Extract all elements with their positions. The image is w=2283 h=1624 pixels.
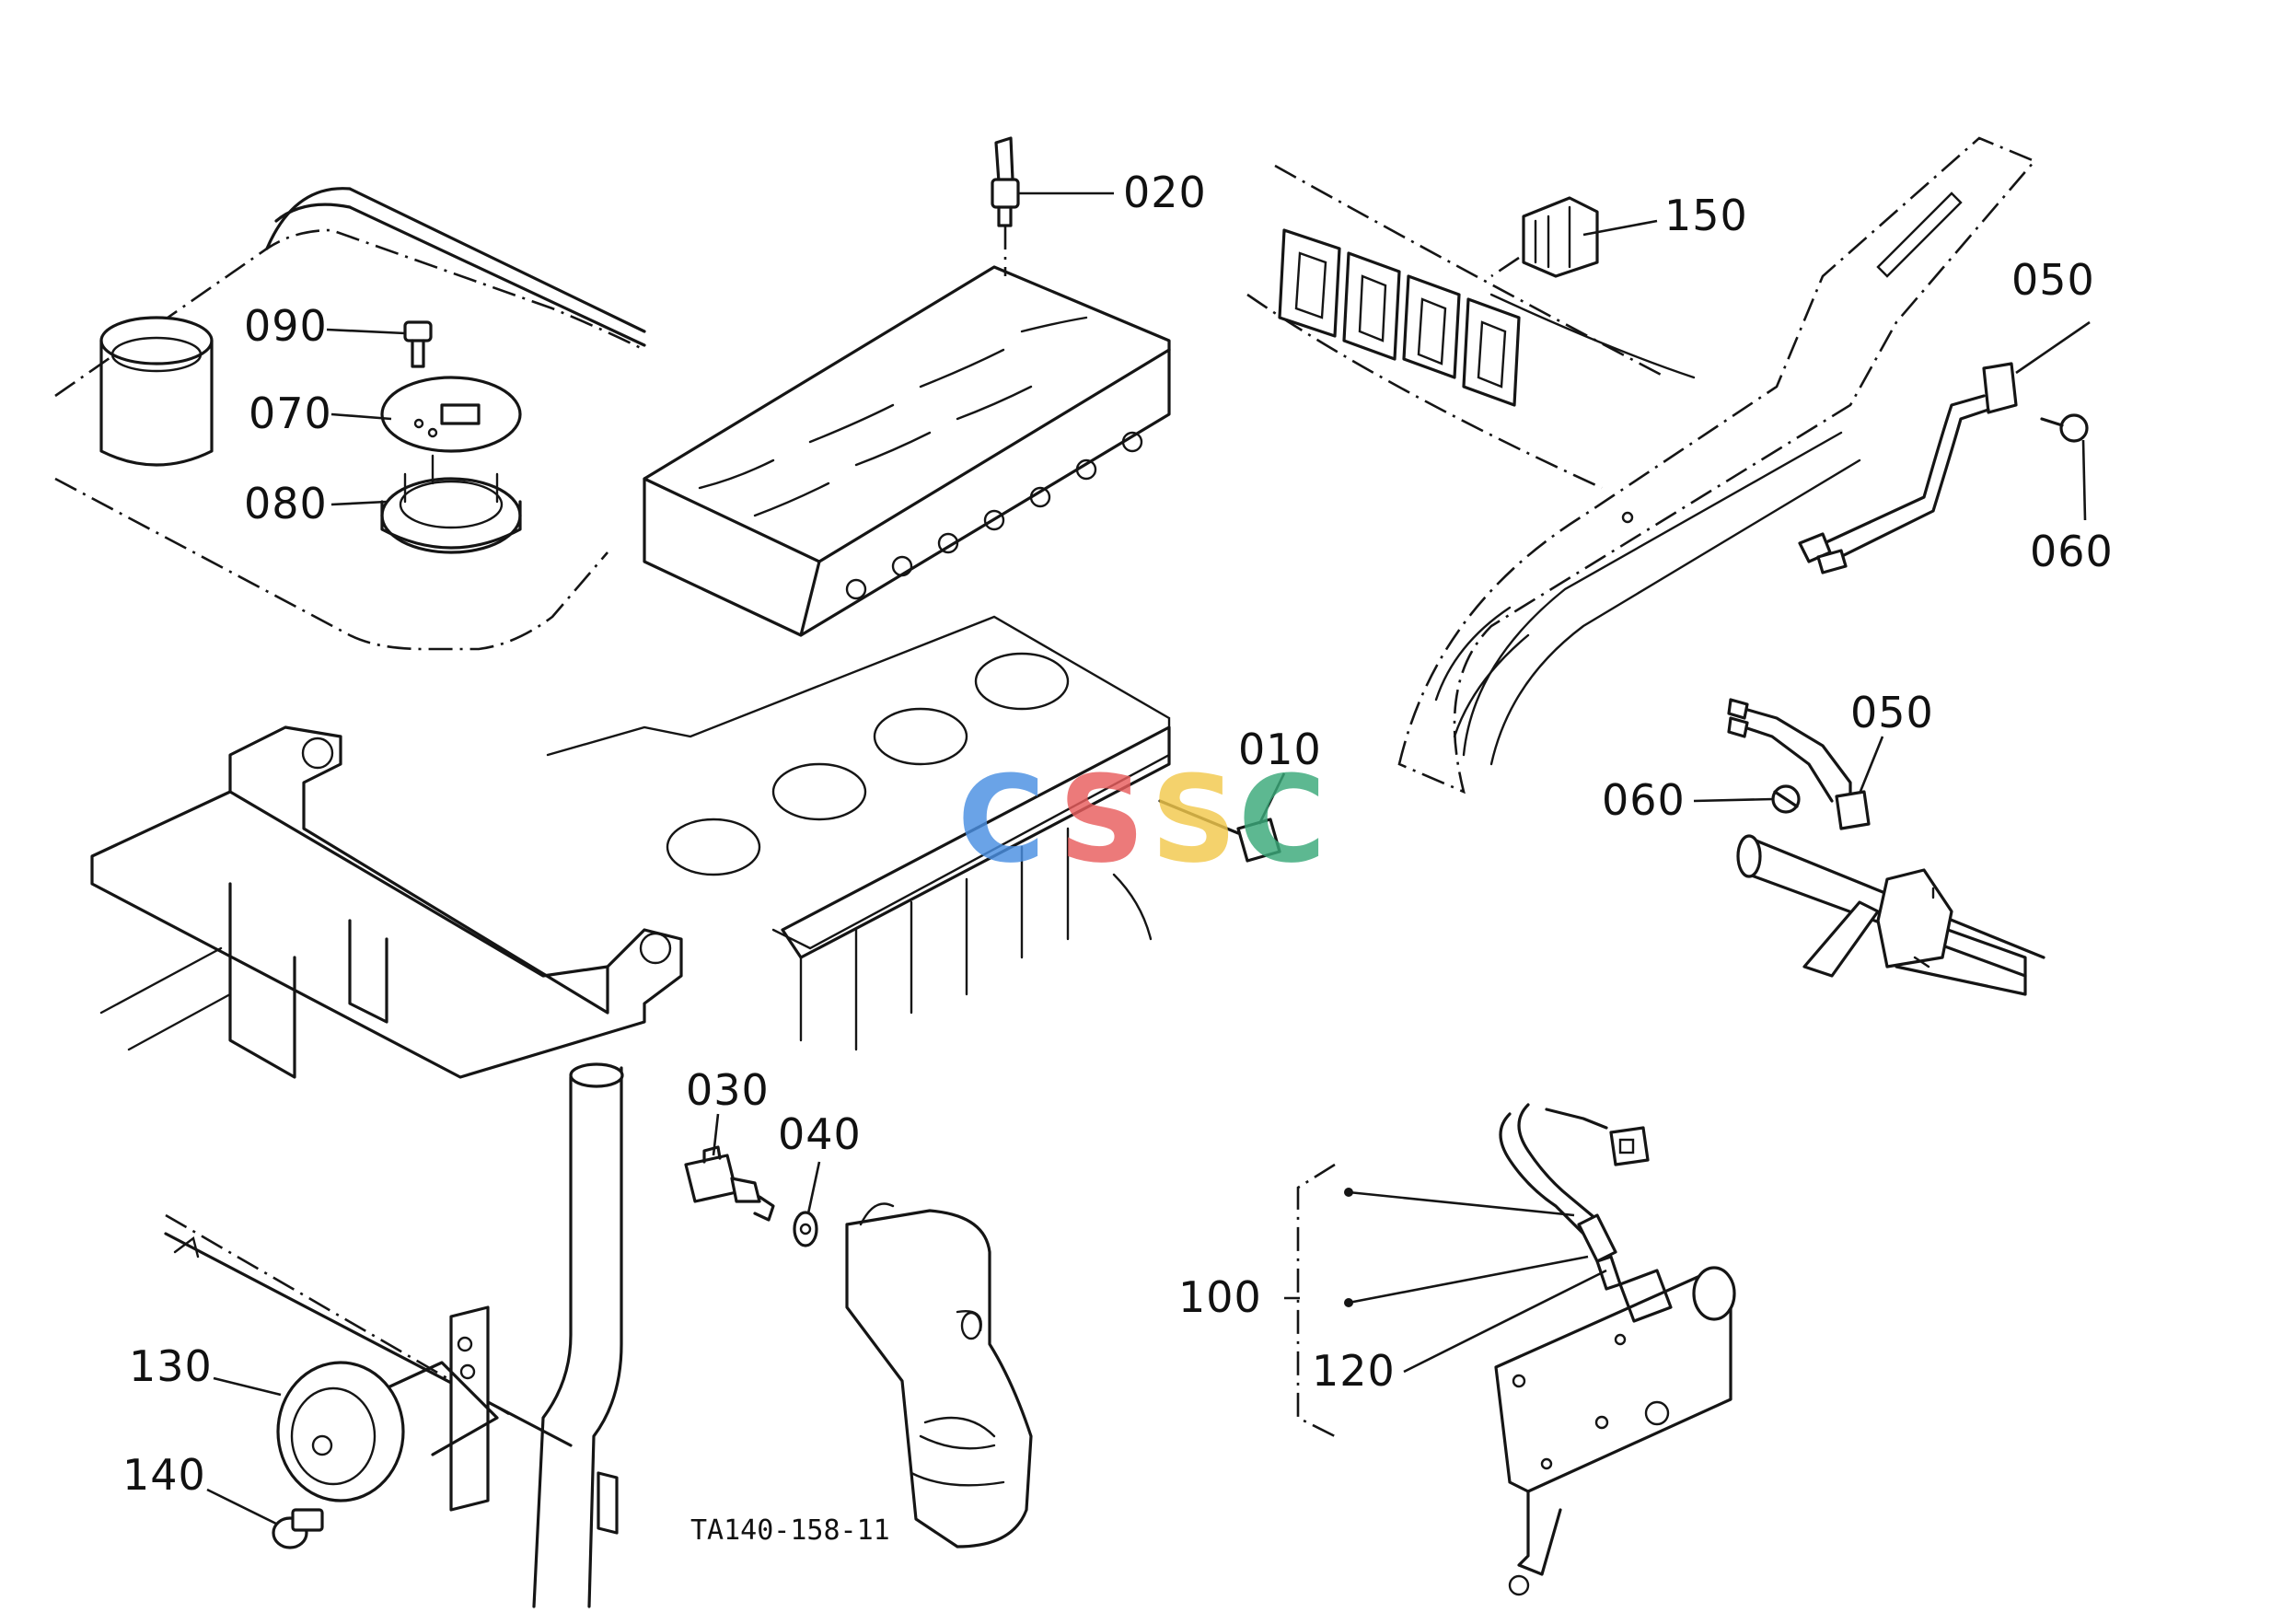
leader-030 [712,1113,720,1156]
callout-070: 070 [249,389,332,438]
leader-050-upper [2015,320,2091,375]
cable-bracket-illustration [1296,1103,1736,1596]
switch-assembly-illustration [684,1145,1033,1549]
callout-090: 090 [244,301,328,351]
figure-code: TA140-158-11 [690,1514,890,1547]
leader-150 [1582,219,1658,237]
callout-050-lower: 050 [1850,688,1934,737]
callout-labels: 020 150 050 060 090 070 080 010 050 060 … [122,168,2114,1547]
leader-130 [213,1376,282,1397]
cylinder-head-illustration [643,136,1171,637]
frame-bracket-illustration [90,725,683,1608]
callout-060-lower: 060 [1602,775,1686,825]
callout-140: 140 [122,1450,206,1500]
callout-020: 020 [1123,168,1207,217]
leader-040 [806,1161,821,1214]
callout-120: 120 [1312,1346,1396,1396]
dashboard-panel-illustration [1246,164,1696,490]
leader-lines [206,191,2091,1525]
leader-090 [326,328,406,335]
callout-080: 080 [244,479,328,528]
watermark-letter-2: S [1059,749,1145,889]
leader-050-lower [1858,736,1884,795]
callout-130: 130 [129,1341,213,1391]
leader-060-lower [1693,797,1774,803]
leader-010 [1257,772,1286,825]
callout-150: 150 [1664,191,1748,240]
leader-100b [1348,1255,1589,1305]
lever-arm-illustration [1397,136,2089,795]
callout-060-upper: 060 [2030,527,2114,576]
leader-140 [206,1488,277,1525]
leader-100a [1348,1190,1575,1217]
callout-040: 040 [778,1109,862,1159]
callout-010: 010 [1238,725,1322,774]
watermark-letter-1: C [957,749,1045,889]
leader-070 [330,412,392,421]
callout-050-upper: 050 [2011,255,2095,305]
leader-080 [330,500,388,506]
callout-030: 030 [686,1065,770,1115]
watermark-letter-3: S [1151,749,1237,889]
watermark-logo: C S S C [957,749,1326,889]
fuel-tank-illustration [54,187,646,651]
horn-illustration [164,1213,573,1549]
callout-100: 100 [1178,1272,1262,1322]
leader-060-upper [2081,439,2087,521]
pedal-shaft-illustration [1727,698,2045,996]
leader-120 [1403,1269,1607,1374]
watermark-letter-4: C [1238,749,1326,889]
